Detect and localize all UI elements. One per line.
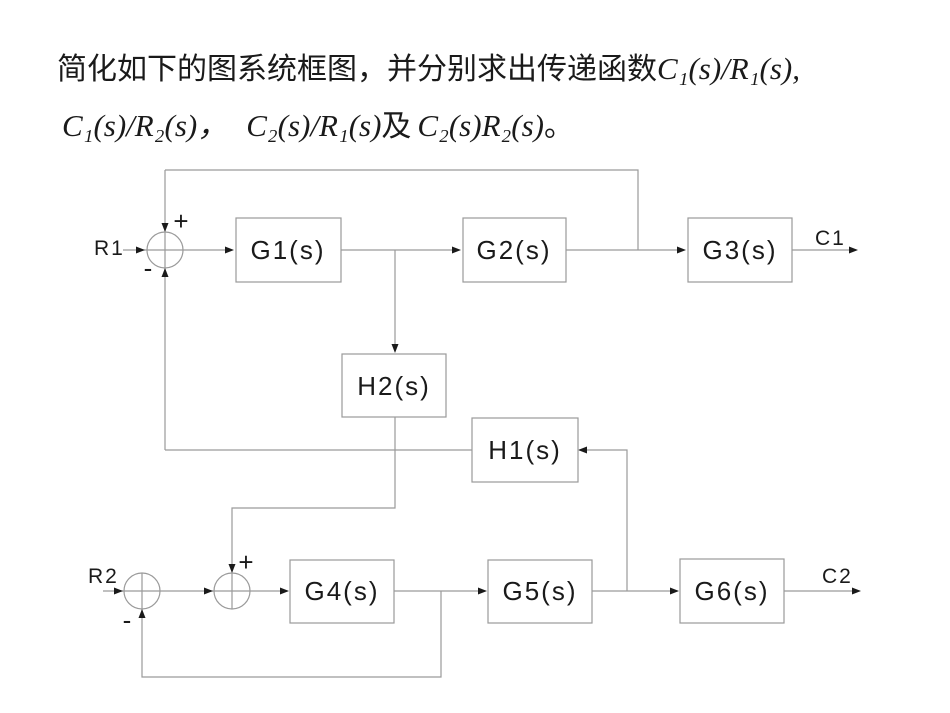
- block-g1: [235, 217, 342, 283]
- problem-line2-formula-3: C₂(s)R₂(s): [417, 108, 544, 143]
- problem-line1-formula: C₁(s)/R₁(s),: [657, 51, 800, 86]
- problem-line2-formula-1: C₁(s)/R₂(s)，: [62, 108, 229, 143]
- sum1-minus-sign: -: [144, 253, 153, 283]
- arrowhead-into-g5: [478, 587, 487, 595]
- summing-junction-1: [146, 231, 184, 269]
- arrowhead-into-sum3-top: [228, 564, 236, 573]
- arrowhead-into-sum1-left: [136, 246, 145, 254]
- arrowhead-into-g3: [677, 246, 686, 254]
- arrowhead-c2-output: [852, 587, 861, 595]
- arrowhead-into-sum3-left: [204, 587, 213, 595]
- block-g4: [289, 559, 395, 624]
- arrowhead-into-g6: [670, 587, 679, 595]
- block-g6: [679, 558, 785, 624]
- summing-junction-3: [213, 572, 251, 610]
- sum1-plus-sign: +: [173, 206, 188, 236]
- arrowhead-into-g1: [225, 246, 234, 254]
- block-g5-label: G5(s): [503, 576, 578, 606]
- arrowhead-into-h2: [391, 344, 399, 353]
- arrowhead-into-g4: [280, 587, 289, 595]
- arrowhead-c1-output: [849, 246, 858, 254]
- block-h2: [341, 353, 447, 418]
- arrowhead-into-sum2-bottom: [138, 609, 146, 618]
- problem-line2-conjunction: 及: [381, 110, 412, 143]
- problem-line1-chinese: 简化如下的图系统框图，并分别求出传递函数: [57, 53, 657, 86]
- block-g3-label: G3(s): [703, 235, 778, 265]
- wire-feedback-g4-to-sum2: [141, 573, 442, 678]
- arrowhead-into-sum1-bottom: [161, 268, 169, 277]
- sum3-plus-sign: +: [238, 547, 253, 577]
- arrowhead-into-sum1-top: [161, 223, 169, 232]
- output-c1-label: C1: [815, 227, 846, 250]
- arrowhead-into-sum2-left: [114, 587, 123, 595]
- wire-h2-output-to-sum3: [231, 417, 396, 609]
- block-h1: [471, 417, 579, 483]
- arrowhead-into-h1: [578, 446, 587, 454]
- block-g6-label: G6(s): [695, 576, 770, 606]
- input-r2-label: R2: [88, 565, 119, 588]
- problem-line2-period: 。: [544, 110, 574, 143]
- output-c2-label: C2: [822, 565, 853, 588]
- problem-line2-formula-2: C₂(s)/R₁(s): [246, 108, 382, 143]
- arrowhead-into-g2: [452, 246, 461, 254]
- block-h2-label: H2(s): [357, 371, 431, 401]
- block-g3: [687, 217, 793, 283]
- block-g4-label: G4(s): [305, 576, 380, 606]
- sum2-minus-sign: -: [123, 605, 132, 635]
- block-g2-label: G2(s): [477, 235, 552, 265]
- block-g5: [487, 559, 593, 624]
- wire-feedback-g2-to-sum1-top: [165, 169, 639, 250]
- wire-branch-g5-to-h1: [584, 449, 628, 591]
- block-g1-label: G1(s): [251, 235, 326, 265]
- input-r1-label: R1: [94, 237, 125, 260]
- block-g2: [462, 217, 567, 283]
- block-h1-label: H1(s): [488, 435, 562, 465]
- problem-statement-line1: 简化如下的图系统框图，并分别求出传递函数C₁(s)/R₁(s),: [57, 44, 800, 88]
- summing-junction-2: [123, 572, 161, 610]
